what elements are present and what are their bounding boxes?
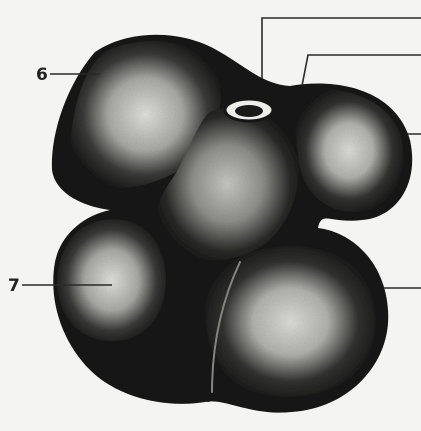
- organ-illustration: [52, 35, 412, 413]
- lobe-lower-right: [205, 246, 375, 397]
- label-7: 7: [8, 276, 20, 296]
- label-6: 6: [36, 65, 48, 85]
- vessel-opening: [225, 99, 273, 121]
- lobe-lower-left: [57, 219, 166, 341]
